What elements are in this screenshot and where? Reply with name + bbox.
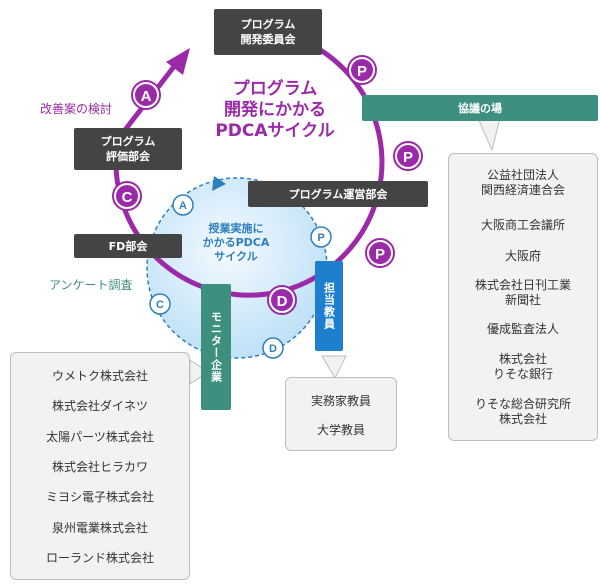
council-member-1: 公益社団法人関西経済連合会 — [449, 168, 597, 198]
council-member-5-line-1: 優成監査法人 — [486, 322, 559, 336]
monitor-company-4: 株式会社ヒラカワ — [51, 460, 148, 474]
monitor-company-2: 株式会社ダイネツ — [51, 399, 148, 413]
outer-p2-circle: P — [393, 141, 423, 171]
outer-p1-circle: P — [347, 55, 377, 85]
council-box: 協議の場 — [362, 95, 598, 121]
council-member-6-line-1: 株式会社りそな銀行 — [449, 352, 597, 382]
council-member-2-line-1: 大阪商工会議所 — [480, 218, 565, 232]
inner-title-line-1: 授業実施に — [208, 222, 264, 235]
teachers-box: 担当教員 — [315, 261, 343, 351]
inner-a-circle: A — [172, 194, 194, 216]
text-line: 新聞社 — [504, 293, 541, 307]
teachers-panel: 実務家教員 大学教員 — [285, 377, 397, 451]
monitor-box: モニター企業 — [201, 284, 231, 410]
eval-committee-line-2: 評価部会 — [106, 150, 150, 163]
text-line: 公益社団法人 — [486, 168, 559, 182]
teacher-type-2: 大学教員 — [316, 423, 365, 437]
text-line: 株式会社 — [498, 412, 547, 426]
outer-p1-letter: P — [357, 63, 367, 80]
council-label: 協議の場 — [458, 101, 502, 115]
text-line: りそな銀行 — [492, 367, 553, 381]
eval-committee-line-1: プログラム — [100, 135, 156, 148]
dev-committee-line-1: プログラム — [240, 18, 296, 31]
monitor-companies-panel: ウメトク株式会社 株式会社ダイネツ 太陽パーツ株式会社 株式会社ヒラカワ ミヨシ… — [10, 352, 190, 580]
monitor-pointer — [189, 359, 209, 385]
inner-cycle-title: 授業実施に かかるPDCA サイクル — [186, 222, 286, 264]
council-member-5: 優成監査法人 — [449, 322, 597, 337]
outer-title-line-1: プログラム — [232, 79, 318, 99]
inner-cycle-arrowhead — [212, 176, 226, 191]
outer-c-circle: C — [112, 181, 142, 211]
council-member-3-line-1: 大阪府 — [504, 249, 541, 263]
outer-a-circle: A — [131, 80, 161, 110]
improvement-label: 改善案の検討 — [40, 102, 113, 116]
inner-c-circle: C — [149, 293, 171, 315]
eval-committee-box: プログラム 評価部会 — [74, 128, 182, 170]
council-member-2: 大阪商工会議所 — [449, 218, 597, 233]
outer-d-letter: D — [277, 293, 288, 310]
monitor-company-3: 太陽パーツ株式会社 — [46, 430, 154, 444]
council-members-panel: 公益社団法人関西経済連合会 大阪商工会議所 大阪府 株式会社日刊工業新聞社 優成… — [448, 153, 598, 441]
inner-d-letter: D — [269, 343, 277, 355]
monitor-label: モニター企業 — [209, 311, 223, 383]
council-member-7-line-1: りそな総合研究所株式会社 — [449, 397, 597, 427]
council-member-4: 株式会社日刊工業新聞社 — [449, 278, 597, 308]
fd-committee-label: FD部会 — [108, 239, 148, 253]
survey-label: アンケート調査 — [49, 278, 133, 292]
outer-title-line-3: PDCAサイクル — [215, 121, 335, 141]
inner-p-letter: P — [317, 232, 324, 244]
inner-p-circle: P — [310, 226, 332, 248]
dev-committee-box: プログラム 開発委員会 — [214, 9, 322, 55]
improvement-arrowhead — [166, 48, 190, 75]
outer-c-letter: C — [122, 189, 133, 206]
teacher-type-1: 実務家教員 — [310, 394, 371, 408]
teachers-pointer — [321, 355, 347, 380]
council-member-4-line-1: 株式会社日刊工業新聞社 — [449, 278, 597, 308]
outer-d-circle: D — [267, 285, 297, 315]
inner-d-circle: D — [262, 337, 284, 359]
inner-c-letter: C — [156, 299, 164, 311]
council-member-1-line-1: 公益社団法人関西経済連合会 — [449, 168, 597, 198]
outer-a-letter: A — [141, 88, 152, 105]
inner-title-line-2: かかるPDCA — [202, 236, 270, 249]
monitor-company-1: ウメトク株式会社 — [51, 369, 148, 383]
dev-committee-line-2: 開発委員会 — [240, 33, 296, 46]
ops-committee-label: プログラム運営部会 — [288, 187, 388, 201]
text-line: りそな総合研究所 — [474, 397, 571, 411]
text-line: 株式会社日刊工業 — [474, 278, 571, 292]
inner-title-line-3: サイクル — [214, 250, 258, 263]
outer-p2-letter: P — [403, 149, 413, 166]
monitor-company-7: ローランド株式会社 — [45, 551, 154, 565]
council-member-3: 大阪府 — [449, 249, 597, 264]
outer-p3-letter: P — [375, 246, 385, 263]
council-member-7: りそな総合研究所株式会社 — [449, 397, 597, 427]
outer-cycle-title: プログラム 開発にかかる PDCAサイクル — [205, 79, 345, 142]
text-line: 関西経済連合会 — [480, 183, 565, 197]
fd-committee-box: FD部会 — [74, 234, 182, 258]
outer-title-line-2: 開発にかかる — [224, 100, 326, 120]
monitor-company-6: 泉州電業株式会社 — [51, 521, 148, 535]
monitor-company-5: ミヨシ電子株式会社 — [45, 490, 154, 504]
text-line: 株式会社 — [498, 352, 547, 366]
inner-a-letter: A — [179, 200, 187, 212]
ops-committee-box: プログラム運営部会 — [248, 181, 428, 207]
outer-p3-circle: P — [365, 238, 395, 268]
council-member-6: 株式会社りそな銀行 — [449, 352, 597, 382]
teachers-label: 担当教員 — [322, 282, 336, 330]
